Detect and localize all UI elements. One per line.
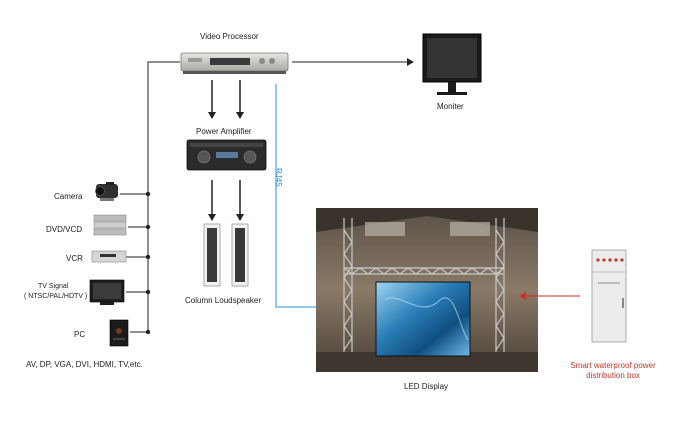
- input-tv-signal-label-line2: ( NTSC/PAL/HDTV ): [24, 293, 88, 300]
- led-display-photo: [316, 208, 538, 372]
- input-vcr-label: VCR: [66, 254, 83, 263]
- column-loudspeaker-left: [203, 223, 221, 287]
- camera-icon: [95, 182, 118, 201]
- column-loudspeaker-right: [231, 223, 249, 287]
- monitor-label: Moniter: [437, 102, 464, 111]
- vcr-icon: [91, 250, 127, 263]
- input-camera-label: Camera: [54, 192, 83, 201]
- column-loudspeaker-label: Column Loudspeaker: [185, 296, 262, 305]
- pc-icon: [109, 319, 129, 347]
- video-processor-device: [180, 52, 289, 74]
- input-pc-label: PC: [74, 330, 86, 339]
- dvd-vcd-icon: [93, 214, 127, 236]
- power-amplifier-label: Power Amplifier: [196, 127, 252, 136]
- tv-icon: [89, 279, 125, 305]
- power-distribution-box: [591, 249, 627, 343]
- input-dvd-vcd-label: DVD/VCD: [46, 225, 83, 234]
- input-tv-signal-label-line1: TV Signal: [38, 283, 69, 290]
- monitor-icon: [422, 33, 482, 95]
- power-box-label-line1: Smart waterproof power: [570, 361, 656, 370]
- power-amplifier-device: [186, 139, 267, 171]
- input-bus: [120, 61, 180, 335]
- power-box-label-line2: distribution box: [586, 371, 640, 380]
- video-processor-label: Video Processor: [200, 32, 259, 41]
- rj45-label: RJ45: [274, 168, 283, 187]
- led-display-label: LED Display: [404, 382, 449, 391]
- inputs-footer-label: AV, DP, VGA, DVI, HDMI, TV,etc.: [26, 360, 143, 369]
